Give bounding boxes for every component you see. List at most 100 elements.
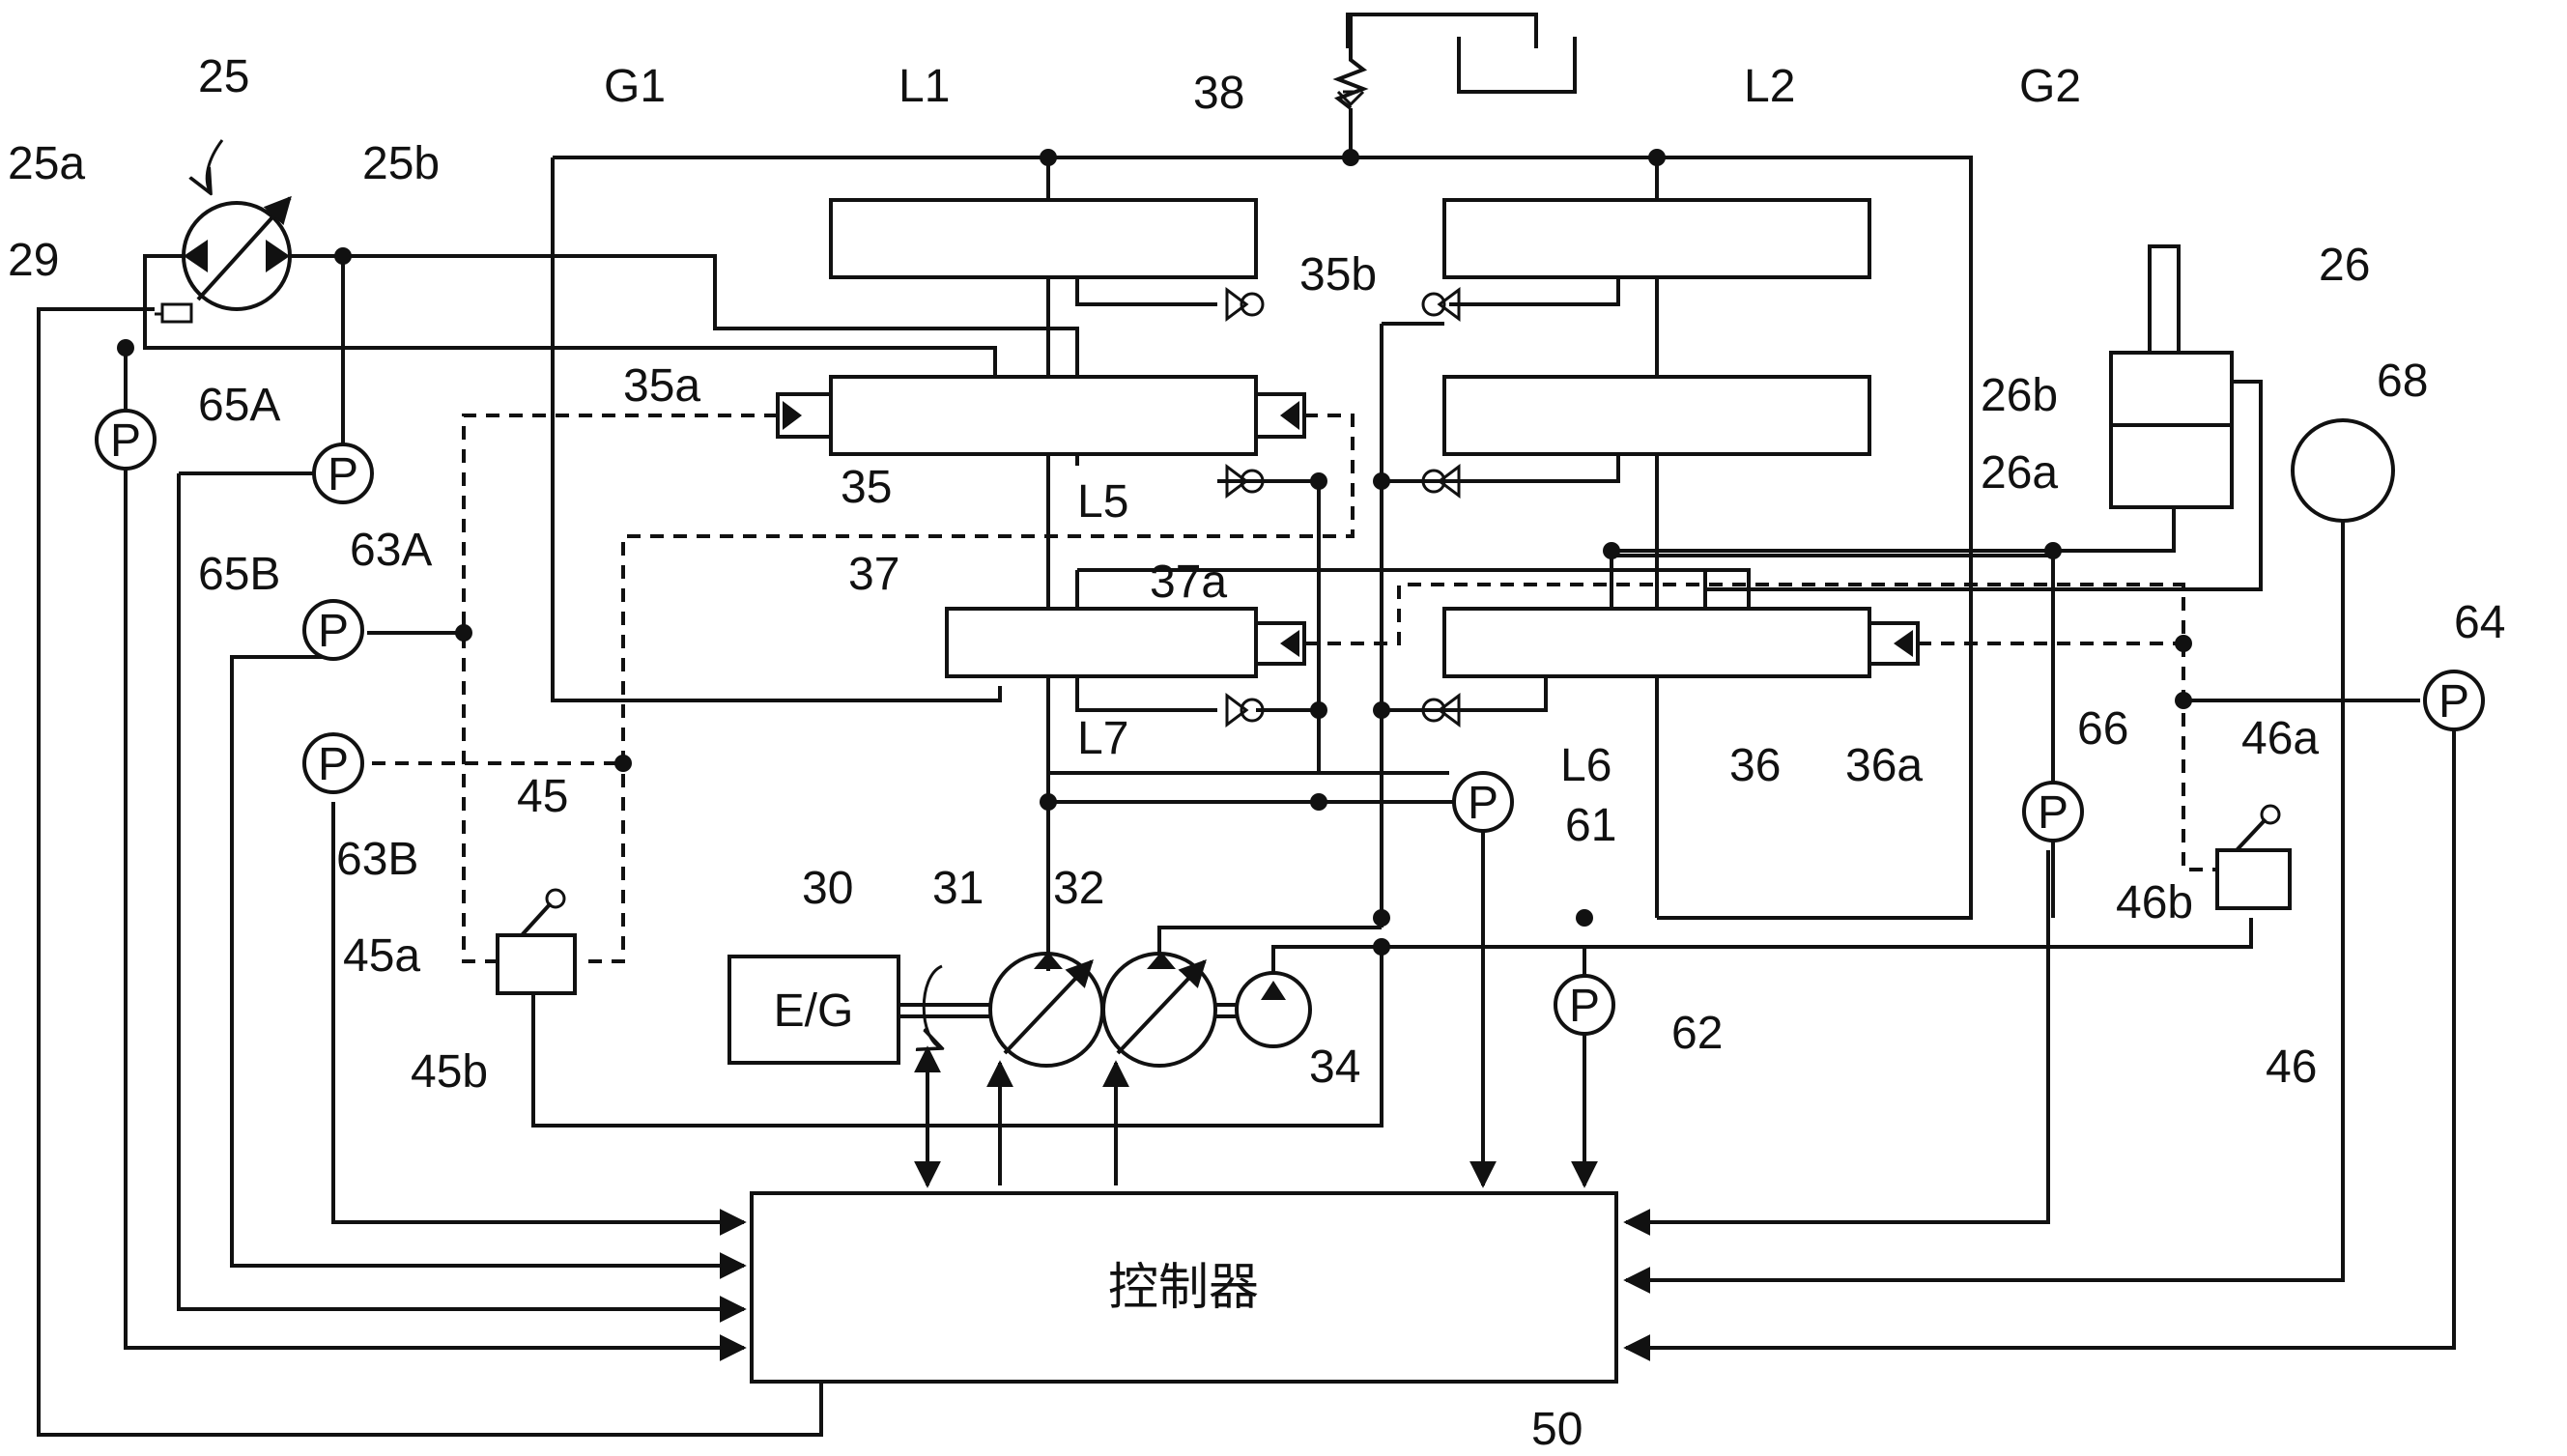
spool-g2-mid <box>1442 375 1871 456</box>
label-35b: 35b <box>1299 249 1377 300</box>
spool-37 <box>945 607 1258 678</box>
controller-ground <box>37 307 823 1437</box>
spool-g2-top <box>1442 198 1871 279</box>
label-37a: 37a <box>1150 557 1227 608</box>
pressure-sensor-66: P <box>2022 781 2084 842</box>
svg-text:P: P <box>318 739 349 790</box>
cylinder-rod-line <box>2053 507 2176 553</box>
spool-36 <box>1442 607 1871 678</box>
spool-35 <box>829 375 1258 456</box>
label-46: 46 <box>2266 1042 2317 1093</box>
pressure-sensor-64: P <box>2423 670 2485 731</box>
remote-valve-46 <box>2215 804 2292 910</box>
pump-31 <box>988 952 1104 1068</box>
pilot-line-37a <box>1304 583 2227 871</box>
pilot-line-35b <box>580 414 1355 963</box>
label-l2: L2 <box>1744 61 1795 112</box>
tank <box>1346 13 1577 94</box>
label-l1: L1 <box>898 61 950 112</box>
gauge-68 <box>2291 418 2395 523</box>
controller-label: 控制器 <box>1108 1260 1259 1316</box>
spool-g1-top <box>829 198 1258 279</box>
pilot-line-35a <box>462 414 778 963</box>
svg-text:P: P <box>2439 676 2469 728</box>
label-l6: L6 <box>1560 740 1612 791</box>
pilot-end-35b <box>1254 392 1306 439</box>
svg-text:P: P <box>318 606 349 657</box>
drive-shaft <box>898 964 1237 1048</box>
label-65B: 65B <box>198 549 280 600</box>
signal-lines-left <box>124 348 747 1361</box>
label-25b: 25b <box>362 138 440 189</box>
relief-valve-38 <box>1332 14 1369 157</box>
remote-valve-45 <box>496 888 577 1126</box>
label-50: 50 <box>1531 1404 1583 1455</box>
engine-label: E/G <box>774 985 854 1037</box>
check-valves <box>1225 287 1461 728</box>
label-62: 62 <box>1671 1008 1723 1059</box>
cylinder-26 <box>2109 244 2234 509</box>
label-64: 64 <box>2454 597 2505 648</box>
label-l7: L7 <box>1077 713 1128 764</box>
label-61: 61 <box>1565 800 1616 851</box>
sensor-29 <box>160 302 193 324</box>
label-g2: G2 <box>2019 61 2081 112</box>
label-32: 32 <box>1053 863 1104 914</box>
label-38: 38 <box>1193 68 1244 119</box>
svg-text:P: P <box>328 449 358 500</box>
label-45a: 45a <box>343 930 420 982</box>
valve-block-frame <box>551 156 1973 920</box>
label-45b: 45b <box>411 1046 488 1098</box>
label-36: 36 <box>1729 740 1781 791</box>
label-26a: 26a <box>1981 447 2058 499</box>
pilot-end-37a <box>1254 621 1306 666</box>
label-31: 31 <box>932 863 984 914</box>
signal-lines-right <box>1623 522 2456 1361</box>
label-35: 35 <box>841 462 892 513</box>
pressure-sensor-62: P <box>1554 974 1615 1036</box>
svg-text:P: P <box>1468 778 1498 829</box>
pressure-sensor-63A: P <box>302 599 364 661</box>
label-35a: 35a <box>623 360 700 412</box>
label-l5: L5 <box>1077 476 1128 528</box>
signal-lines-top <box>914 831 1598 1188</box>
cylinder-head-line <box>1703 380 2263 609</box>
label-66: 66 <box>2077 703 2128 755</box>
label-65A: 65A <box>198 380 280 431</box>
pump32-out <box>1157 926 1382 954</box>
pump-32 <box>1101 952 1217 1068</box>
pressure-sensor-61: P <box>1452 771 1514 833</box>
label-30: 30 <box>802 863 853 914</box>
motor-line-b <box>290 254 1079 377</box>
pump34-out <box>1271 918 2253 973</box>
svg-text:P: P <box>110 415 141 467</box>
label-46a: 46a <box>2241 713 2319 764</box>
pilot-end-36a <box>1868 621 1920 666</box>
motor-line-a <box>143 254 997 377</box>
label-37: 37 <box>848 549 899 600</box>
engine-30 <box>727 955 900 1065</box>
label-25a: 25a <box>8 138 85 189</box>
reference-labels: 25 25a 25b 29 G1 L1 38 L2 G2 26 26b 26a … <box>8 51 2505 1455</box>
pressure-sensor-65B: P <box>312 443 374 504</box>
controller-50 <box>750 1191 1618 1384</box>
label-63B: 63B <box>336 834 418 885</box>
label-36a: 36a <box>1845 740 1923 791</box>
label-34: 34 <box>1309 1042 1360 1093</box>
pilot-end-35a <box>776 392 833 439</box>
svg-text:P: P <box>2038 787 2068 839</box>
label-26b: 26b <box>1981 370 2058 421</box>
label-68: 68 <box>2377 356 2428 407</box>
label-45: 45 <box>517 771 568 822</box>
label-26: 26 <box>2319 240 2370 291</box>
pressure-sensor-65A: P <box>95 409 157 471</box>
pump-34 <box>1235 971 1312 1048</box>
pressure-sensor-63B: P <box>302 732 364 794</box>
junction-dots <box>117 149 2192 956</box>
label-63A: 63A <box>350 525 432 576</box>
label-29: 29 <box>8 235 59 286</box>
label-g1: G1 <box>604 61 666 112</box>
label-25: 25 <box>198 51 249 102</box>
svg-text:P: P <box>1569 981 1600 1032</box>
